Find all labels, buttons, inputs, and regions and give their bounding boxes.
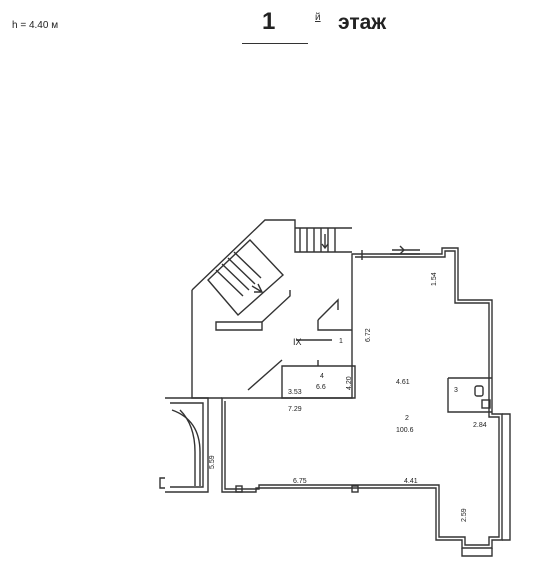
floor-suffix: й	[315, 12, 321, 23]
floor-word: этаж	[338, 11, 387, 34]
room-area-4: 6.6	[316, 384, 326, 391]
room-label-4: 4	[320, 373, 324, 380]
dimension-4-61: 4.61	[396, 379, 410, 386]
height-label: h = 4.40 м	[12, 20, 59, 31]
dimension-4-20: 4.20	[346, 376, 353, 390]
room-area-2: 100.6	[396, 427, 414, 434]
dimension-2-59: 2.59	[461, 508, 468, 522]
dimension-1-54: 1.54	[431, 272, 438, 286]
dimension-7-29: 7.29	[288, 406, 302, 413]
dimension-3-53: 3.53	[288, 389, 302, 396]
floor-number-underline	[242, 43, 308, 44]
dimension-6-75: 6.75	[293, 478, 307, 485]
room-label-2: 2	[405, 415, 409, 422]
dimension-4-41: 4.41	[404, 478, 418, 485]
dimension-5-59: 5.59	[209, 455, 216, 469]
dimension-6-72: 6.72	[365, 328, 372, 342]
plan-labels: IX 1 2 3 4 100.6 6.6 1.54 6.72 4.20 4.61…	[209, 272, 487, 522]
floor-number: 1	[262, 8, 276, 35]
room-label-1: 1	[339, 338, 343, 345]
room-label-ix: IX	[293, 337, 302, 347]
room-label-3: 3	[454, 387, 458, 394]
walls	[159, 219, 511, 557]
dimension-2-84: 2.84	[473, 422, 487, 429]
